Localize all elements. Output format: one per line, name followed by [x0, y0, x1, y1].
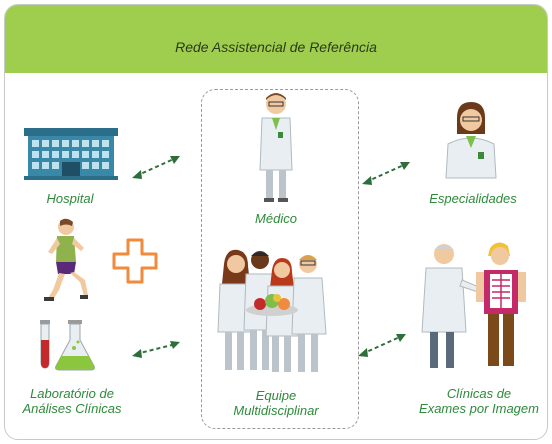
label-equipe: Equipe Multidisciplinar [206, 388, 346, 418]
label-clinicas-line2: Exames por Imagem [419, 401, 539, 416]
arrow-equipe-clinicas [358, 334, 406, 357]
running-person-icon [44, 218, 88, 301]
arrow-medico-especialidades [362, 162, 410, 185]
hospital-icon [24, 128, 118, 180]
label-especialidades: Especialidades [429, 191, 517, 206]
health-cross-icon [112, 238, 158, 284]
arrow-hospital-medico [132, 156, 180, 179]
diagram-title: Rede Assistencial de Referência [175, 39, 377, 55]
label-clinicas: Clínicas de Exames por Imagem [406, 386, 552, 416]
specialist-icon [445, 102, 497, 179]
label-laboratorio-line1: Laboratório de [30, 386, 114, 401]
label-clinicas-line1: Clínicas de [446, 386, 512, 401]
doctor-icon [259, 93, 293, 202]
team-icon [217, 249, 327, 372]
center-dashed-box [201, 89, 359, 429]
header-bar: Rede Assistencial de Referência [5, 5, 547, 73]
label-equipe-line2: Multidisciplinar [233, 403, 319, 418]
label-laboratorio-line2: Análises Clínicas [22, 401, 122, 416]
label-hospital: Hospital [46, 191, 94, 206]
arrow-laboratorio-equipe [132, 341, 180, 358]
imaging-clinic-icon [421, 242, 526, 368]
label-equipe-line1: Equipe [255, 388, 297, 403]
label-laboratorio: Laboratório de Análises Clínicas [12, 386, 132, 416]
lab-flask-icon [40, 320, 95, 371]
label-medico: Médico [255, 211, 297, 226]
